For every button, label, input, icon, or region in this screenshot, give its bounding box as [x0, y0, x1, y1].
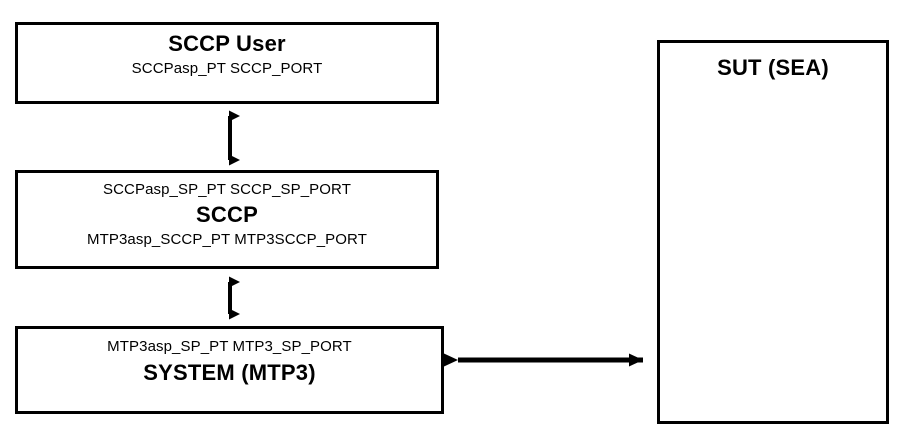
node-sccp-title: SCCP	[196, 202, 258, 227]
node-system-mtp3-ports-top: MTP3asp_SP_PT MTP3_SP_PORT	[107, 338, 352, 355]
node-system-mtp3: MTP3asp_SP_PT MTP3_SP_PORT SYSTEM (MTP3)	[15, 326, 444, 414]
node-sccp: SCCPasp_SP_PT SCCP_SP_PORT SCCP MTP3asp_…	[15, 170, 439, 269]
node-sccp-user: SCCP User SCCPasp_PT SCCP_PORT	[15, 22, 439, 104]
node-sccp-user-ports-top: SCCPasp_PT SCCP_PORT	[131, 60, 323, 77]
node-sccp-ports-top: SCCPasp_SP_PT SCCP_SP_PORT	[103, 181, 351, 198]
node-sut-sea: SUT (SEA)	[657, 40, 889, 424]
node-sut-sea-title: SUT (SEA)	[717, 55, 829, 80]
node-system-mtp3-title: SYSTEM (MTP3)	[143, 360, 316, 385]
node-sccp-user-title: SCCP User	[168, 31, 286, 56]
node-sccp-ports-bottom: MTP3asp_SCCP_PT MTP3SCCP_PORT	[87, 231, 367, 248]
